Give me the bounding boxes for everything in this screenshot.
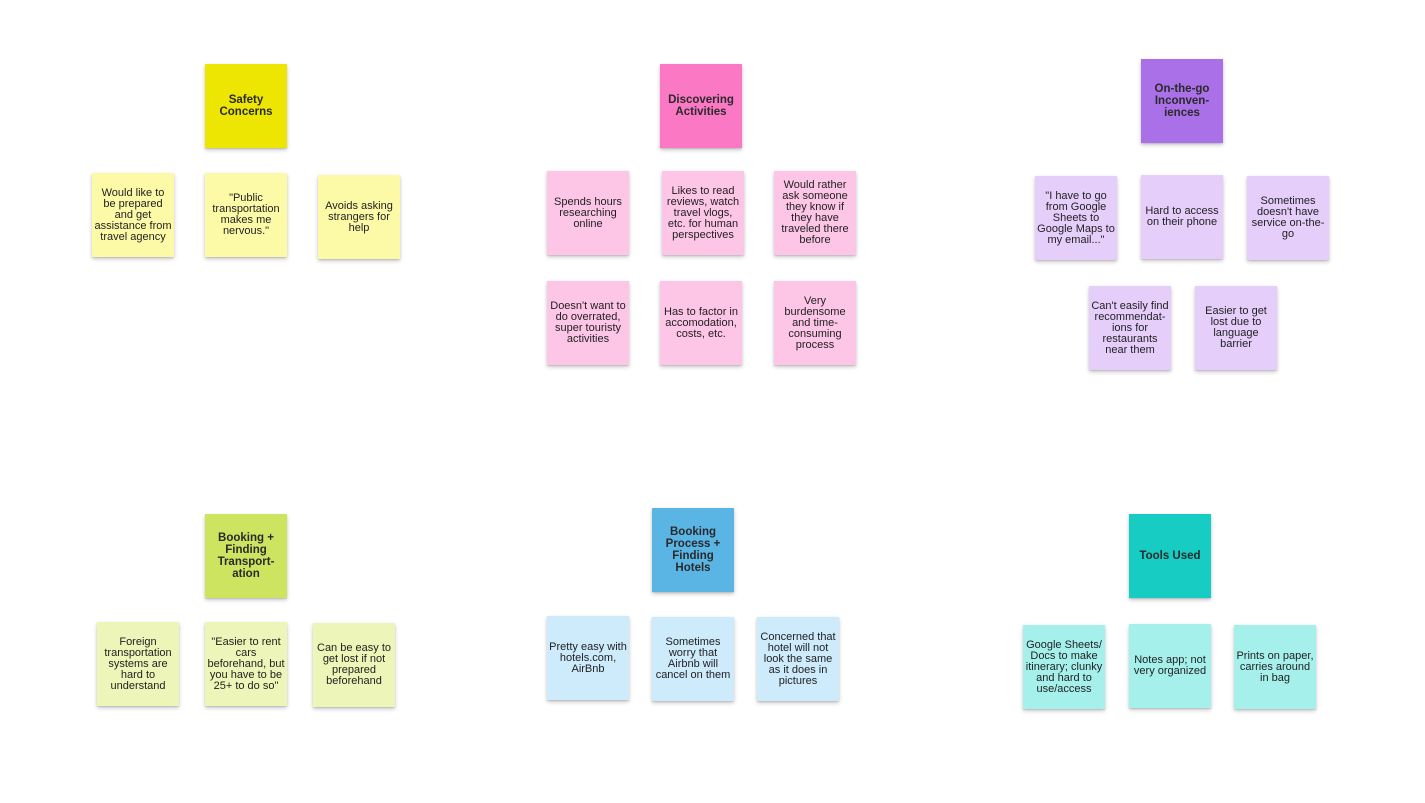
header-on-the-go-inconveniences[interactable]: On-the-go Inconven-iences	[1141, 59, 1223, 143]
header-tools-used[interactable]: Tools Used	[1129, 514, 1211, 598]
note-text: Google Sheets/ Docs to make itinerary; c…	[1025, 638, 1103, 695]
note-text: Sometimes doesn't have service on-the-go	[1251, 195, 1325, 240]
note-text: Concerned that hotel will not look the s…	[760, 630, 836, 687]
note-text: Hard to access on their phone	[1145, 205, 1219, 228]
header-label: Discovering Activities	[668, 94, 734, 118]
header-discovering-activities[interactable]: Discovering Activities	[660, 64, 742, 148]
note-onthego-4[interactable]: Can't easily find recommendat-ions for r…	[1089, 286, 1171, 370]
note-text: Sometimes worry that Airbnb will cancel …	[655, 636, 731, 681]
note-text: Pretty easy with hotels.com, AirBnb	[549, 640, 627, 675]
note-text: Foreign transportation systems are hard …	[104, 635, 172, 692]
note-text: Likes to read reviews, watch travel vlog…	[666, 184, 740, 241]
note-safety-1[interactable]: Would like to be prepared and get assist…	[92, 173, 174, 257]
header-label: Tools Used	[1139, 550, 1201, 562]
header-label: Booking Process + Finding Hotels	[665, 526, 721, 574]
note-text: "I have to go from Google Sheets to Goog…	[1037, 189, 1115, 246]
note-text: "Public transportation makes me nervous.…	[212, 192, 280, 237]
note-activities-6[interactable]: Very burdensome and time-consuming proce…	[774, 281, 856, 365]
note-transport-3[interactable]: Can be easy to get lost if not prepared …	[313, 623, 395, 707]
note-tools-2[interactable]: Notes app; not very organized	[1129, 624, 1211, 708]
note-text: Can be easy to get lost if not prepared …	[317, 642, 391, 687]
note-activities-2[interactable]: Likes to read reviews, watch travel vlog…	[662, 171, 744, 255]
note-text: Very burdensome and time-consuming proce…	[784, 294, 846, 351]
note-onthego-1[interactable]: "I have to go from Google Sheets to Goog…	[1035, 176, 1117, 260]
note-text: Would rather ask someone they know if th…	[781, 179, 849, 246]
note-hotels-3[interactable]: Concerned that hotel will not look the s…	[757, 617, 839, 701]
note-text: Prints on paper, carries around in bag	[1236, 649, 1314, 684]
note-text: Notes app; not very organized	[1133, 654, 1207, 677]
note-text: "Easier to rent cars beforehand, but you…	[207, 635, 285, 692]
note-hotels-2[interactable]: Sometimes worry that Airbnb will cancel …	[652, 617, 734, 701]
note-text: Doesn't want to do overrated, super tour…	[550, 300, 626, 345]
note-safety-2[interactable]: "Public transportation makes me nervous.…	[205, 173, 287, 257]
note-onthego-3[interactable]: Sometimes doesn't have service on-the-go	[1247, 176, 1329, 260]
header-label: Safety Concerns	[219, 94, 273, 118]
note-tools-3[interactable]: Prints on paper, carries around in bag	[1234, 625, 1316, 709]
note-activities-3[interactable]: Would rather ask someone they know if th…	[774, 171, 856, 255]
note-text: Easier to get lost due to language barri…	[1205, 305, 1267, 350]
note-activities-5[interactable]: Has to factor in accomodation, costs, et…	[660, 281, 742, 365]
note-text: Has to factor in accomodation, costs, et…	[664, 305, 738, 340]
header-label: Booking + Finding Transport-ation	[217, 532, 275, 580]
note-text: Spends hours researching online	[554, 195, 622, 230]
note-transport-2[interactable]: "Easier to rent cars beforehand, but you…	[205, 622, 287, 706]
note-safety-3[interactable]: Avoids asking strangers for help	[318, 175, 400, 259]
note-onthego-2[interactable]: Hard to access on their phone	[1141, 175, 1223, 259]
note-tools-1[interactable]: Google Sheets/ Docs to make itinerary; c…	[1023, 625, 1105, 709]
header-booking-hotels[interactable]: Booking Process + Finding Hotels	[652, 508, 734, 592]
note-activities-4[interactable]: Doesn't want to do overrated, super tour…	[547, 281, 629, 365]
note-onthego-5[interactable]: Easier to get lost due to language barri…	[1195, 286, 1277, 370]
note-text: Avoids asking strangers for help	[325, 199, 393, 234]
note-text: Would like to be prepared and get assist…	[94, 186, 172, 243]
note-activities-1[interactable]: Spends hours researching online	[547, 171, 629, 255]
header-label: On-the-go Inconven-iences	[1154, 83, 1210, 119]
header-safety-concerns[interactable]: Safety Concerns	[205, 64, 287, 148]
note-hotels-1[interactable]: Pretty easy with hotels.com, AirBnb	[547, 616, 629, 700]
note-transport-1[interactable]: Foreign transportation systems are hard …	[97, 622, 179, 706]
header-booking-transportation[interactable]: Booking + Finding Transport-ation	[205, 514, 287, 598]
note-text: Can't easily find recommendat-ions for r…	[1091, 299, 1169, 356]
